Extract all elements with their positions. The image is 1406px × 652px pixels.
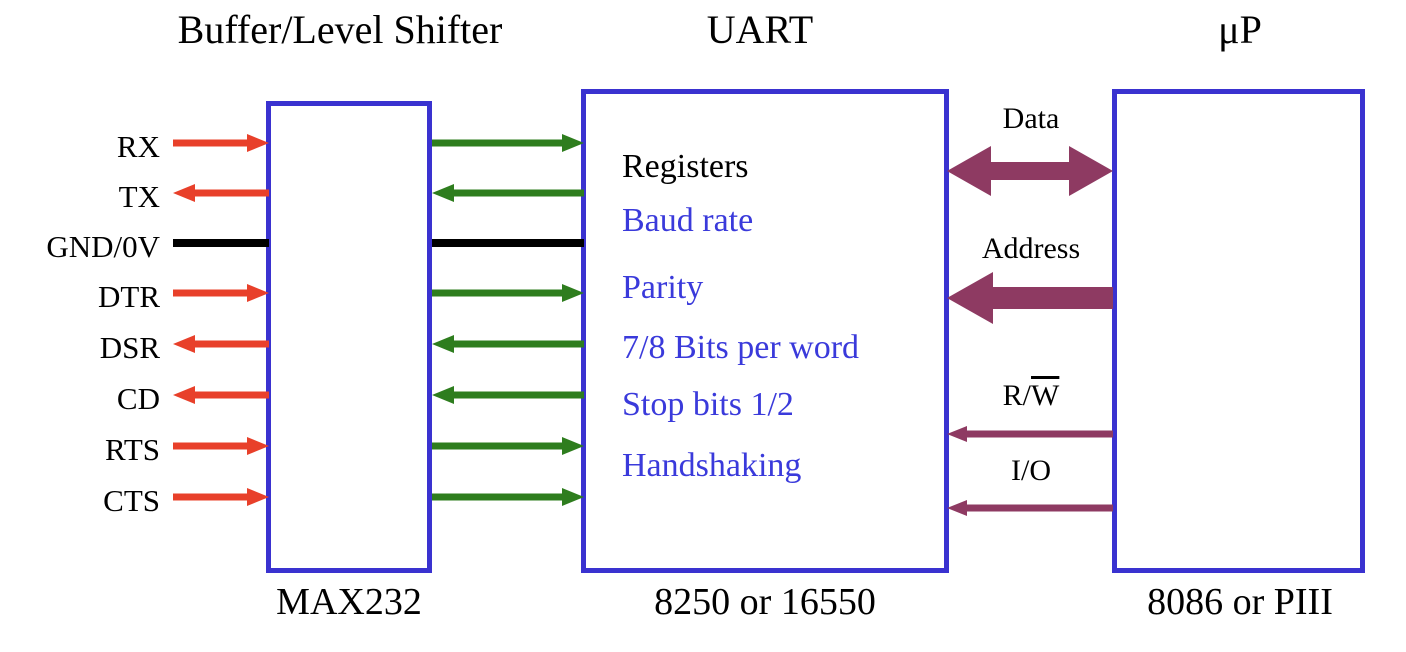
internal-line-gnd [432,233,584,253]
uart-register-handshaking: Handshaking [622,447,802,484]
pin-label-gnd: GND/0V [46,229,160,264]
caption-cpu-chip: 8086 or PIII [1147,581,1333,623]
uart-register-parity: Parity [622,269,704,306]
bus-label-io: I/O [1011,454,1051,487]
serial-arrow-cd [173,385,269,405]
uart-registers-header: Registers [622,148,749,185]
pin-label-tx: TX [118,179,160,214]
uart-register-bits-per-word: 7/8 Bits per word [622,329,860,366]
pin-label-cd: CD [116,381,160,416]
heading-uart: UART [706,7,814,52]
serial-arrow-dtr [173,283,269,303]
internal-arrow-dsr [432,334,584,354]
bus-arrow-read-write [947,424,1113,444]
bus-label-data: Data [1002,102,1060,135]
bus-label-address: Address [981,232,1081,265]
internal-arrow-cd [432,385,584,405]
pin-label-dtr: DTR [98,279,160,314]
pin-label-rts: RTS [105,432,160,467]
box-uart [581,89,949,573]
bus-arrow-io [947,498,1113,518]
serial-arrow-rts [173,436,269,456]
pin-label-cts: CTS [103,483,160,518]
serial-arrow-tx [173,183,269,203]
internal-arrow-tx [432,183,584,203]
serial-arrow-rx [173,133,269,153]
internal-arrow-rx [432,133,584,153]
caption-max232: MAX232 [276,581,422,623]
bus-label-write-bar: W [1031,379,1060,412]
serial-arrow-dsr [173,334,269,354]
internal-arrow-rts [432,436,584,456]
serial-arrow-cts [173,487,269,507]
heading-buffer-level-shifter: Buffer/Level Shifter [177,7,503,52]
box-max232 [266,101,432,573]
box-microprocessor [1112,89,1365,573]
bus-arrow-data [947,143,1113,199]
pin-label-rx: RX [116,129,160,164]
pin-label-dsr: DSR [99,330,160,365]
internal-arrow-cts [432,487,584,507]
bus-arrow-address [947,272,1113,324]
bus-label-read-write-text: R/ [1002,379,1032,412]
heading-microprocessor: μP [1218,7,1262,52]
caption-uart-chip: 8250 or 16550 [654,581,876,623]
uart-register-stop-bits: Stop bits 1/2 [622,386,794,423]
serial-line-gnd [173,233,269,253]
uart-register-baud-rate: Baud rate [622,202,754,239]
bus-label-read-write: R/W [948,381,1114,411]
internal-arrow-dtr [432,283,584,303]
